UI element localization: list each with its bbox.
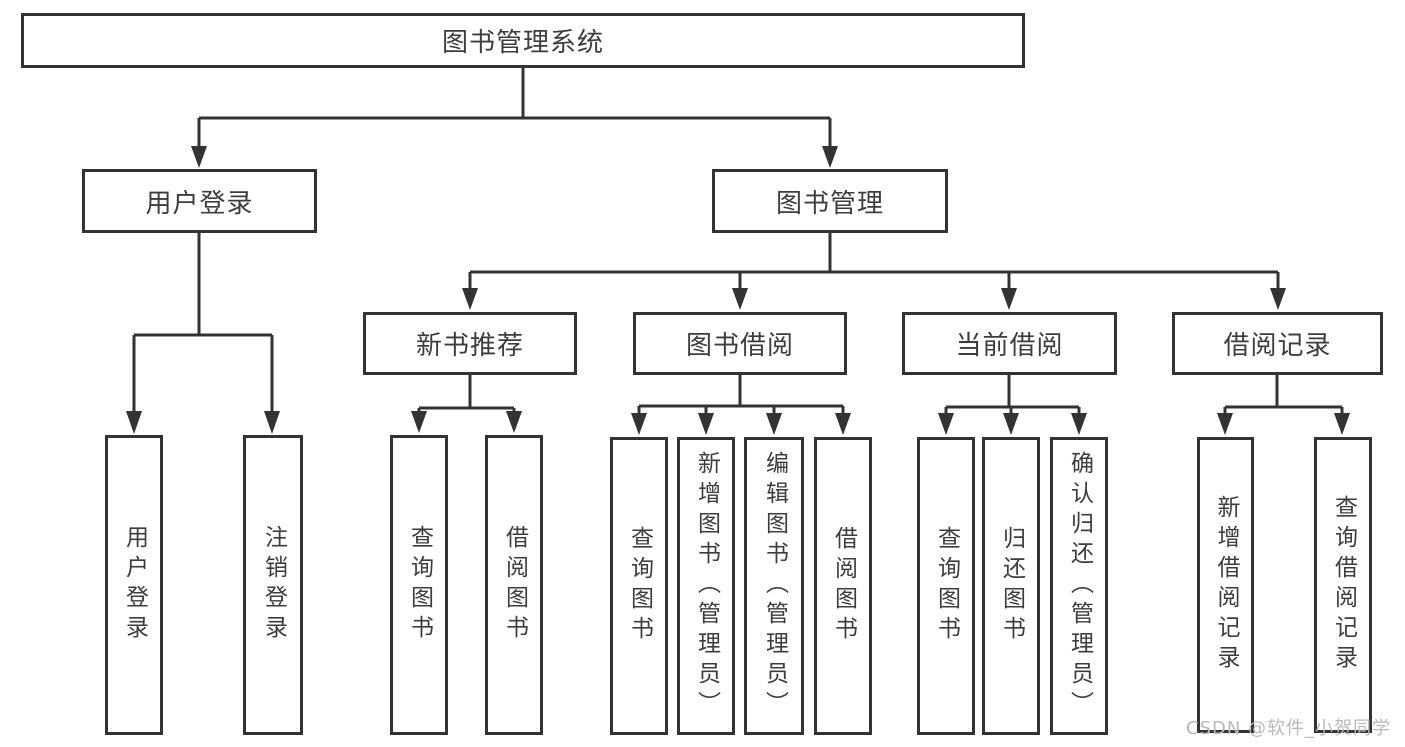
leaf-current-query-books-label: 查询图书 (933, 526, 960, 646)
leaf-logout-label: 注销登录 (260, 525, 287, 645)
leaf-borrow-add-books-admin-label: 新增图书（管理员） (693, 451, 720, 721)
leaf-current-query-books: 查询图书 (917, 437, 975, 735)
node-root-label: 图书管理系统 (441, 28, 604, 58)
leaf-user-login: 用户登录 (105, 435, 163, 735)
node-borrowing-records: 借阅记录 (1172, 312, 1383, 375)
node-book-borrowing: 图书借阅 (633, 312, 847, 375)
leaf-borrow-edit-books-admin: 编辑图书（管理员） (744, 437, 804, 735)
node-current-borrowing-label: 当前借阅 (955, 331, 1064, 361)
leaf-records-add-record-label: 新增借阅记录 (1213, 495, 1239, 675)
leaf-current-confirm-return-admin: 确认归还（管理员） (1050, 437, 1108, 735)
leaf-borrow-add-books-admin: 新增图书（管理员） (677, 437, 735, 735)
leaf-borrow-query-books-label: 查询图书 (626, 526, 653, 646)
leaf-borrow-borrow-books-label: 借阅图书 (830, 526, 857, 646)
node-user-login-label: 用户登录 (145, 188, 254, 219)
leaf-newbooks-borrow-books: 借阅图书 (485, 435, 543, 735)
connector-lines (132, 68, 1344, 419)
leaf-current-confirm-return-admin-label: 确认归还（管理员） (1066, 451, 1093, 721)
leaf-user-login-label: 用户登录 (121, 525, 148, 645)
node-borrowing-records-label: 借阅记录 (1223, 331, 1332, 361)
leaf-borrow-query-books: 查询图书 (610, 437, 668, 735)
leaf-current-return-books: 归还图书 (982, 437, 1040, 735)
leaf-records-query-record: 查询借阅记录 (1314, 437, 1372, 733)
node-current-borrowing: 当前借阅 (902, 312, 1117, 375)
leaf-borrow-borrow-books: 借阅图书 (814, 437, 872, 735)
arrowhead-icons (126, 146, 1350, 435)
leaf-records-query-record-label: 查询借阅记录 (1330, 495, 1357, 675)
leaf-logout: 注销登录 (243, 435, 303, 735)
node-new-book-recommendation: 新书推荐 (363, 312, 577, 375)
node-new-book-recommendation-label: 新书推荐 (415, 331, 524, 361)
csdn-watermark: CSDN @软件_小贺同学 (1186, 718, 1392, 739)
leaf-newbooks-borrow-books-label: 借阅图书 (501, 525, 528, 645)
leaf-current-return-books-label: 归还图书 (998, 526, 1025, 646)
node-book-management: 图书管理 (712, 169, 948, 233)
node-book-borrowing-label: 图书借阅 (685, 331, 794, 361)
node-book-management-label: 图书管理 (775, 188, 884, 219)
node-root-library-system: 图书管理系统 (21, 13, 1025, 68)
node-user-login: 用户登录 (82, 169, 317, 233)
leaf-newbooks-query-books: 查询图书 (390, 435, 448, 735)
leaf-newbooks-query-books-label: 查询图书 (406, 525, 433, 645)
leaf-records-add-record: 新增借阅记录 (1197, 437, 1254, 733)
leaf-borrow-edit-books-admin-label: 编辑图书（管理员） (761, 451, 788, 721)
